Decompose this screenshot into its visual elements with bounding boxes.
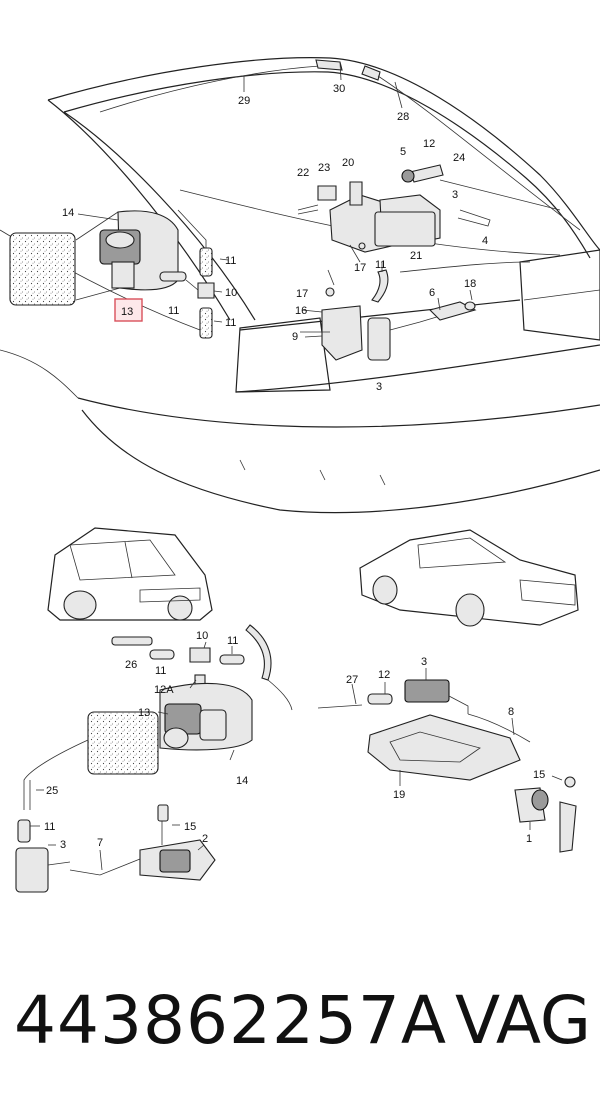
callout-4: 4 (482, 235, 488, 247)
callout-25: 25 (46, 785, 58, 797)
callout-14-top: 14 (62, 207, 74, 219)
callout-11-top-b: 11 (168, 305, 179, 317)
callout-13-bottom: 13 (138, 707, 150, 719)
callout-8: 8 (508, 706, 514, 718)
callout-9: 9 (292, 331, 298, 343)
callout-26: 26 (125, 659, 137, 671)
callout-15-left: 15 (184, 821, 196, 833)
callout-30: 30 (333, 83, 345, 95)
callout-22: 22 (297, 167, 309, 179)
callout-23: 23 (318, 162, 330, 174)
callout-5: 5 (400, 146, 406, 158)
callout-27: 27 (346, 674, 358, 686)
washer-reservoir-top (9, 209, 215, 339)
callout-10-top: 10 (225, 287, 237, 299)
callout-14-bottom: 14 (236, 775, 248, 787)
callout-11-bottom-c: 11 (44, 821, 55, 833)
callout-13-top: 13 (121, 306, 133, 318)
callout-17-top-b: 17 (296, 288, 308, 300)
callout-11-top-d: 11 (375, 259, 386, 271)
lock-system-sedan (317, 679, 577, 853)
callout-12A: 12A (154, 684, 174, 696)
sedan-car-illustration (359, 529, 579, 627)
callout-11-top-c: 11 (225, 317, 236, 329)
callout-28: 28 (397, 111, 409, 123)
callout-24: 24 (453, 152, 465, 164)
callout-20: 20 (342, 157, 354, 169)
part-number-label: 443862257A (14, 982, 448, 1059)
callout-29: 29 (238, 95, 250, 107)
callout-10-bottom: 10 (196, 630, 208, 642)
brand-label: VAG (455, 982, 592, 1059)
highlight-box-13 (114, 298, 143, 322)
callout-2: 2 (202, 833, 208, 845)
callout-15-right: 15 (533, 769, 545, 781)
callout-3-top-b: 3 (376, 381, 382, 393)
estate-car-illustration (47, 527, 213, 621)
leader-lines (30, 61, 563, 871)
callout-21: 21 (410, 250, 422, 262)
callout-17-top-a: 17 (354, 262, 366, 274)
callout-labels: 29 30 28 14 13 11 11 10 11 22 23 20 5 12… (44, 83, 545, 851)
callout-12-bottom: 12 (378, 669, 390, 681)
callout-18: 18 (464, 278, 476, 290)
callout-12-top: 12 (423, 138, 435, 150)
callout-11-top-a: 11 (225, 255, 236, 267)
callout-11-bottom-b: 11 (155, 665, 166, 677)
callout-3-bottom-right: 3 (421, 656, 427, 668)
callout-3-bottom-left: 3 (60, 839, 66, 851)
callout-19: 19 (393, 789, 405, 801)
top-car-body-outline (0, 57, 600, 514)
callout-11-bottom-a: 11 (227, 635, 238, 647)
washer-system-estate (15, 624, 293, 893)
callout-7: 7 (97, 837, 103, 849)
callout-3-top-a: 3 (452, 189, 458, 201)
callout-6: 6 (429, 287, 435, 299)
callout-16: 16 (295, 305, 307, 317)
callout-1: 1 (526, 833, 532, 845)
lock-mechanism-top (297, 164, 561, 361)
